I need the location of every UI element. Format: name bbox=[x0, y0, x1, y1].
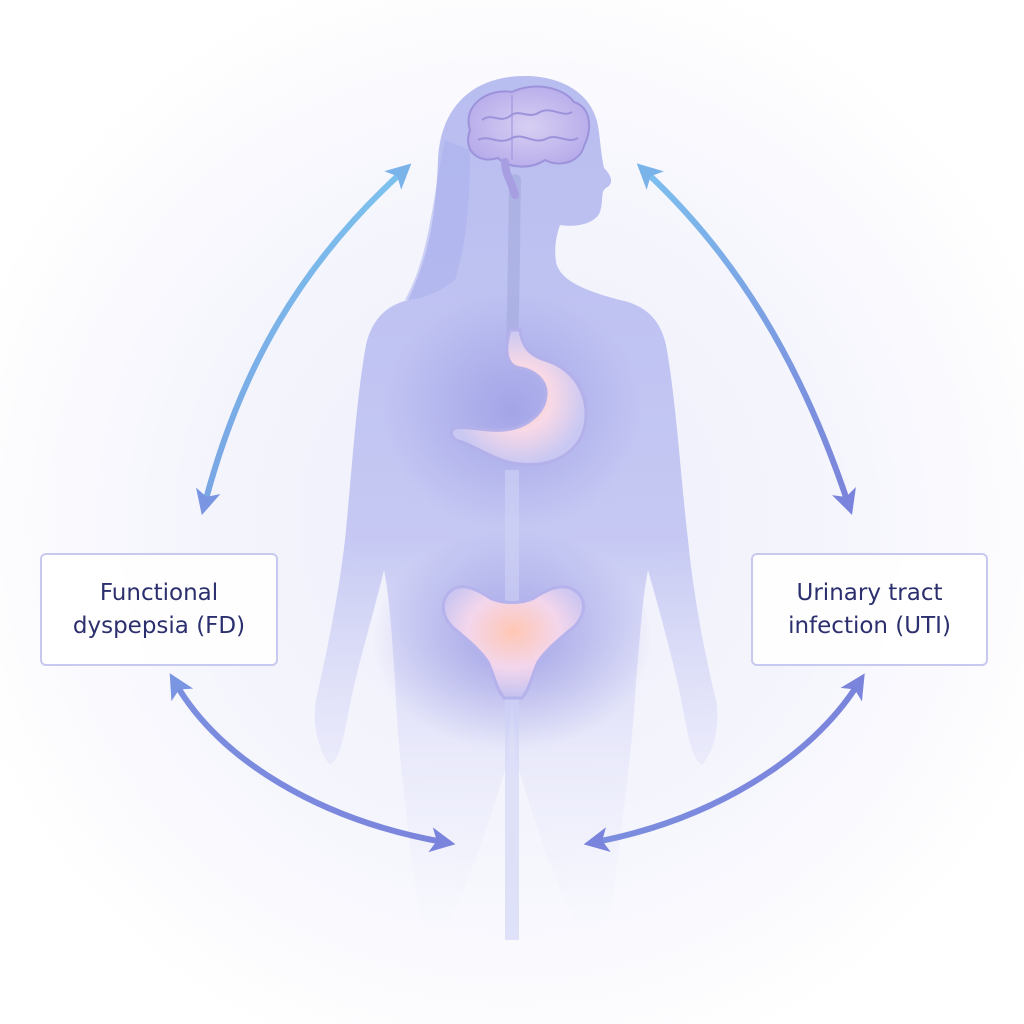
uti-label-box: Urinary tract infection (UTI) bbox=[751, 553, 988, 666]
arrow-fd-body-icon bbox=[169, 673, 456, 853]
arrow-brain-uti-icon bbox=[636, 163, 856, 515]
brain-icon bbox=[467, 85, 591, 199]
arrow-brain-fd-icon bbox=[196, 163, 412, 516]
bladder-icon bbox=[441, 585, 585, 700]
fd-label: Functional dyspepsia (FD) bbox=[72, 579, 246, 639]
arrow-uti-body-icon bbox=[583, 673, 865, 852]
fd-label-box: Functional dyspepsia (FD) bbox=[40, 553, 278, 666]
esophagus-line bbox=[506, 174, 521, 346]
uti-label: Urinary tract infection (UTI) bbox=[788, 579, 951, 639]
torso-shading bbox=[382, 290, 642, 530]
stomach-icon bbox=[450, 328, 588, 467]
